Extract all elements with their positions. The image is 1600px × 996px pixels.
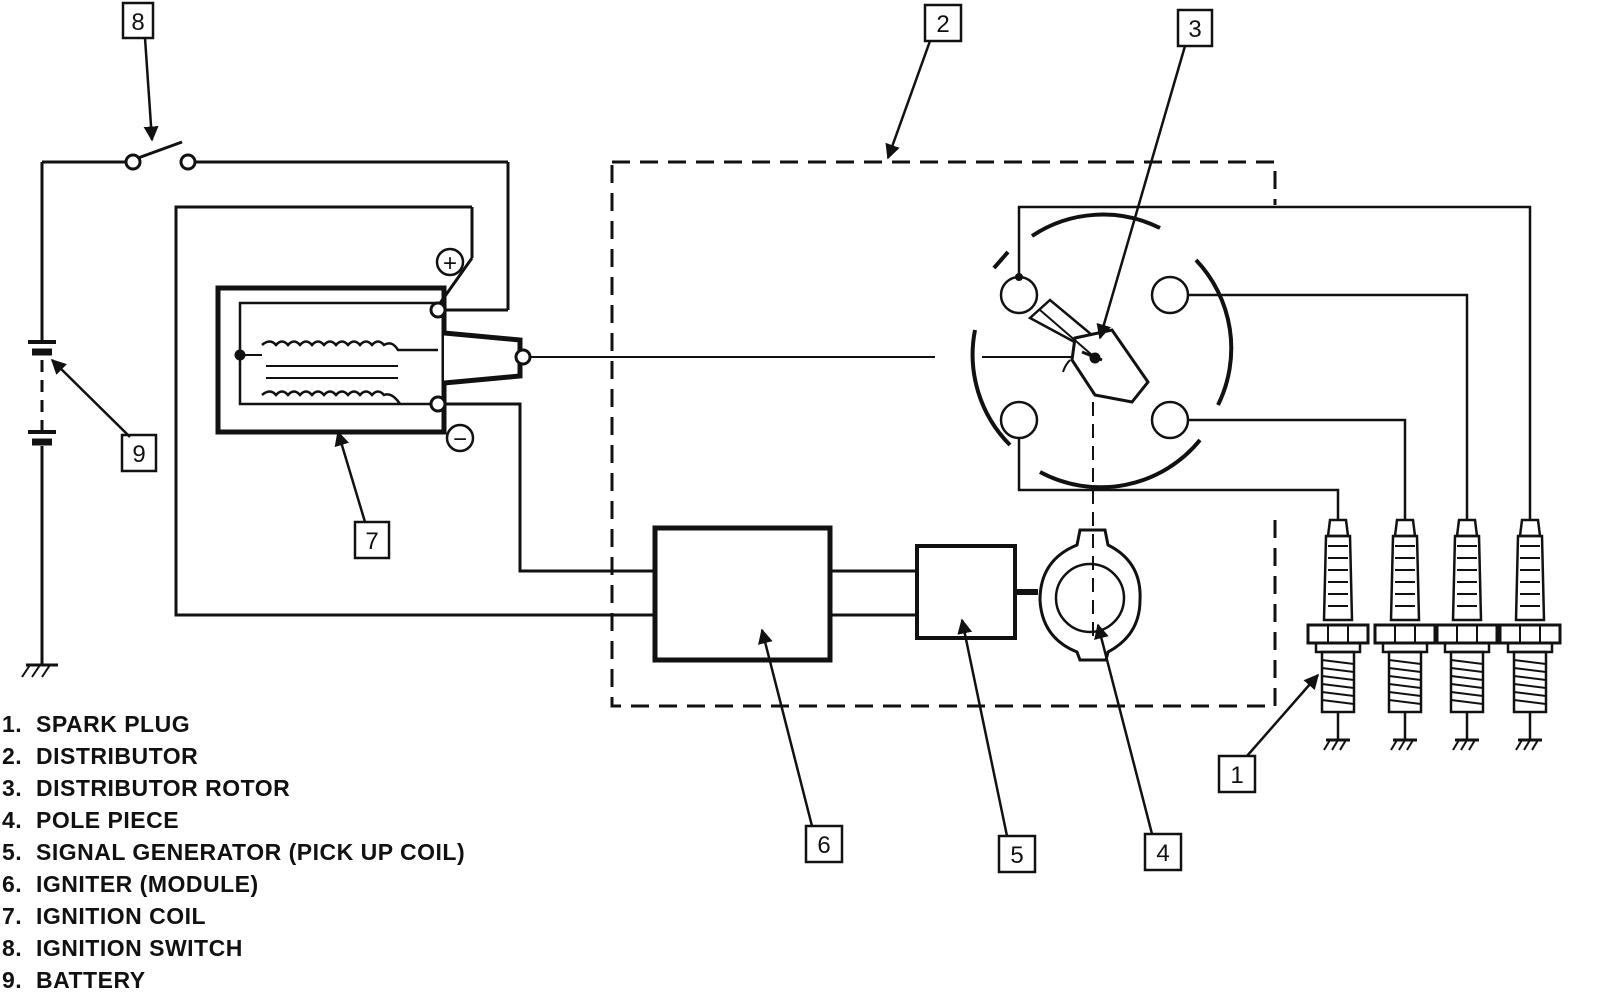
spark-plug-4	[1498, 518, 1562, 751]
distributor-rotor	[1027, 298, 1150, 404]
legend-num: 9.	[2, 967, 23, 993]
callout-2-label: 2	[936, 11, 949, 38]
ignition-coil	[215, 285, 532, 435]
legend-label: SIGNAL GENERATOR (PICK UP COIL)	[36, 839, 466, 865]
signal-generator	[915, 544, 1038, 640]
callout-4: 4	[1094, 623, 1183, 872]
legend-num: 2.	[2, 743, 23, 769]
legend-num: 6.	[2, 871, 23, 897]
legend-item-distributor: 2. DISTRIBUTOR	[2, 740, 465, 772]
legend-item-signal-generator: 5. SIGNAL GENERATOR (PICK UP COIL)	[2, 836, 465, 868]
legend-item-igniter: 6. IGNITER (MODULE)	[2, 868, 465, 900]
plug-wires	[1015, 205, 1532, 520]
legend-num: 3.	[2, 775, 23, 801]
negative-terminal-icon: −	[445, 423, 475, 453]
positive-terminal-icon: +	[435, 247, 465, 277]
callout-9-label: 9	[132, 441, 145, 468]
legend-item-distributor-rotor: 3. DISTRIBUTOR ROTOR	[2, 772, 465, 804]
legend-label: IGNITION SWITCH	[36, 935, 243, 961]
callout-7-label: 7	[365, 528, 378, 555]
legend-list: 1. SPARK PLUG 2. DISTRIBUTOR 3. DISTRIBUTOR…	[2, 708, 465, 996]
ignition-switch	[42, 140, 510, 312]
positive-terminal-label: +	[443, 250, 457, 277]
legend-num: 7.	[2, 903, 23, 929]
legend-item-ignition-coil: 7. IGNITION COIL	[2, 900, 465, 932]
legend-num: 4.	[2, 807, 23, 833]
negative-terminal-label: −	[453, 426, 467, 453]
callout-1-label: 1	[1230, 762, 1243, 789]
legend-label: IGNITION COIL	[36, 903, 207, 929]
igniter-module	[652, 525, 917, 663]
spark-plug-1	[1306, 518, 1370, 751]
callout-5-label: 5	[1010, 842, 1023, 869]
igniter-feed-wire	[174, 205, 655, 617]
battery	[28, 162, 56, 665]
battery-ground-icon	[21, 663, 58, 678]
coil-negative-wire	[445, 402, 655, 573]
legend-item-battery: 9. BATTERY	[2, 964, 465, 996]
legend-label: SPARK PLUG	[36, 711, 191, 737]
distributor-cap	[970, 212, 1234, 490]
callout-9: 9	[50, 358, 158, 473]
spark-plug-3	[1435, 518, 1499, 751]
legend-num: 1.	[2, 711, 23, 737]
callout-8: 8	[121, 1, 159, 142]
callout-2: 2	[885, 3, 963, 160]
legend-num: 5.	[2, 839, 23, 865]
legend-num: 8.	[2, 935, 23, 961]
callout-5: 5	[957, 618, 1037, 874]
legend-label: DISTRIBUTOR ROTOR	[36, 775, 291, 801]
callout-3-label: 3	[1188, 16, 1201, 43]
callout-6: 6	[758, 628, 844, 864]
pole-piece	[1038, 380, 1142, 662]
legend-item-pole-piece: 4. POLE PIECE	[2, 804, 465, 836]
callout-3: 3	[1096, 8, 1214, 340]
spark-plug-2	[1373, 518, 1437, 751]
callout-8-label: 8	[131, 9, 144, 36]
legend-label: POLE PIECE	[36, 807, 180, 833]
callout-1: 1	[1217, 673, 1319, 794]
distributor-housing	[610, 160, 1277, 708]
callout-4-label: 4	[1156, 840, 1169, 867]
legend-label: DISTRIBUTOR	[36, 743, 199, 769]
callout-7: 7	[334, 430, 391, 560]
legend-label: IGNITER (MODULE)	[36, 871, 259, 897]
callout-6-label: 6	[817, 832, 830, 859]
legend-label: BATTERY	[36, 967, 146, 993]
legend-item-spark-plug: 1. SPARK PLUG	[2, 708, 465, 740]
legend-item-ignition-switch: 8. IGNITION SWITCH	[2, 932, 465, 964]
